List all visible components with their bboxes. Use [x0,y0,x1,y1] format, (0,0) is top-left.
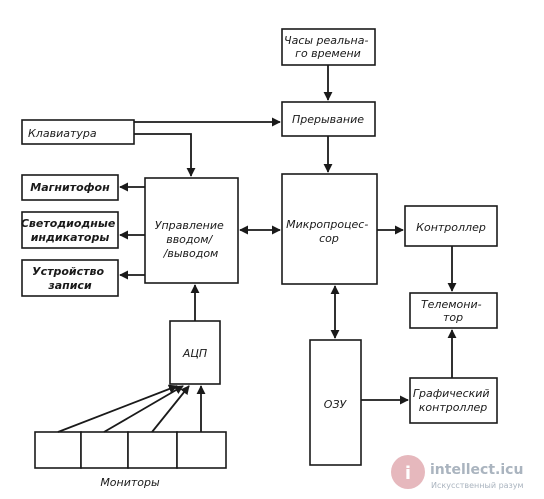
cpu-label-line: сор [319,232,339,245]
cpu-box [281,173,378,285]
monitor-label-line: тор [443,311,463,324]
monitors-bank [34,431,227,469]
monitor-cell [80,431,129,469]
diagram-boxes [21,28,498,469]
monitor-box [409,292,498,329]
io-label-line: вводом/ [166,233,213,246]
keyboard-to-io-arrow [134,133,196,177]
monitors-to-adc-lines [57,384,206,433]
io-label-line: Управление [155,219,224,232]
monitor-cell [127,431,178,469]
recorder-label: Устройство записи [32,265,108,292]
tape-box [21,174,119,201]
io-label-line: /выводом [163,247,219,260]
rtc-label: Часы реальна- го времени [284,34,372,60]
diagram-connections [57,65,457,433]
monitor-label: Телемони- тор [421,298,485,324]
monitor-line [103,385,184,433]
cpu-label: Микропроцес- сор [286,218,372,245]
watermark-tagline: Искусственный разум [431,481,524,490]
keyboard-label: Клавиатура [28,127,97,140]
rtc-label-line: го времени [295,47,361,60]
keyboard-box [21,119,135,145]
controller-box [404,205,498,247]
interrupt-label: Прерывание [292,113,364,126]
monitor-label-line: Телемони- [421,298,482,311]
adc-label: АЦП [182,347,207,360]
recorder-box [21,259,119,297]
gfx-box [409,377,498,424]
monitor-cell [176,431,227,469]
controller-label: Контроллер [416,221,486,234]
led-label: Светодиодные индикаторы [21,217,119,244]
recorder-label-line: Устройство [32,265,104,278]
gfx-label: Графический контроллер [413,387,493,414]
monitors-caption: Мониторы [100,476,160,489]
adc-box [169,320,221,385]
watermark-logo-letter: i [405,463,411,484]
gfx-label-line: Графический [413,387,490,400]
led-label-line: Светодиодные [21,217,116,230]
led-box [21,211,119,249]
recorder-label-line: записи [47,279,92,292]
tape-label: Магнитофон [30,181,110,194]
io-label: Управление вводом/ /выводом [155,219,228,260]
rtc-box [281,28,376,66]
watermark: i intellect.icu Искусственный разум [391,455,524,490]
monitor-line [57,384,178,433]
rtc-label-line: Часы реальна- [284,34,368,47]
watermark-logo-icon [391,455,425,489]
monitor-cell [34,431,82,469]
io-box [144,177,239,284]
interrupt-box [281,101,376,137]
led-label-line: индикаторы [31,231,110,244]
gfx-label-line: контроллер [419,401,488,414]
ram-label: ОЗУ [324,398,348,411]
diagram-labels: Часы реальна- го времени Прерывание Клав… [21,34,493,489]
monitor-line [151,385,190,433]
cpu-label-line: Микропроцес- [286,218,368,231]
ram-box [309,339,362,466]
watermark-site: intellect.icu [430,462,523,478]
